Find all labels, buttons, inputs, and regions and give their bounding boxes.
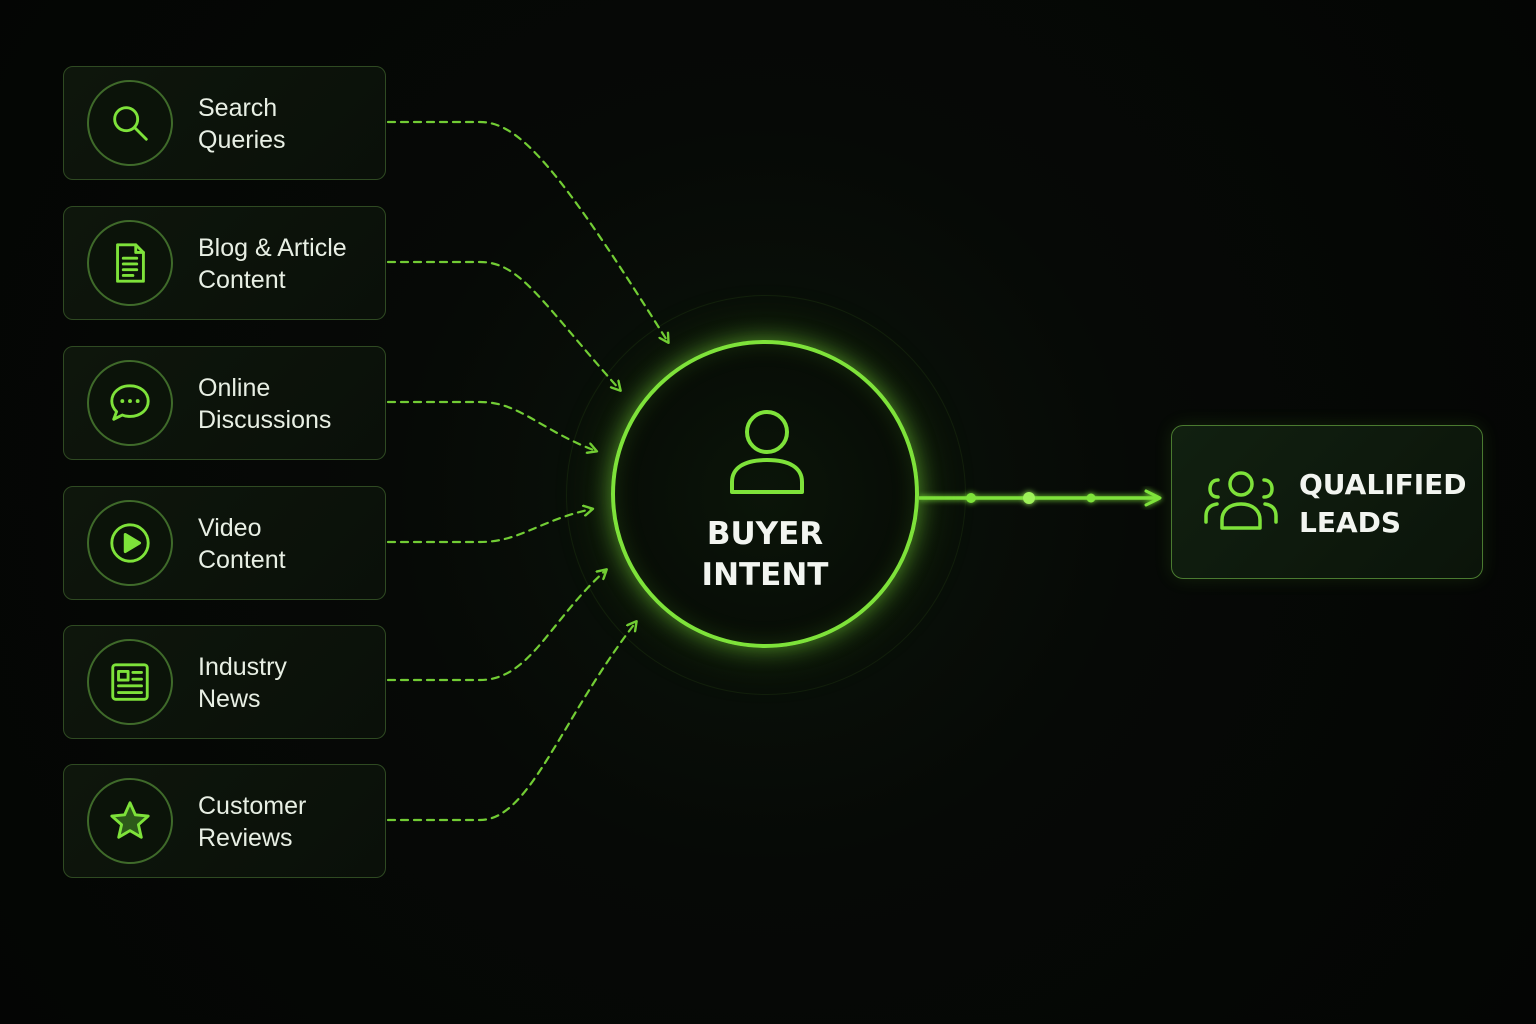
- source-label: Online Discussions: [198, 374, 332, 434]
- connector-online-discussions: [386, 400, 596, 451]
- newspaper-icon: [87, 639, 173, 725]
- play-icon: [87, 500, 173, 586]
- flow-dot: [1086, 493, 1096, 503]
- chat-bubble-icon: [87, 360, 173, 446]
- qualified-leads-card: QUALIFIED LEADS: [1171, 425, 1483, 579]
- search-icon: [87, 80, 173, 166]
- flow-dot: [966, 493, 976, 503]
- source-card-customer-reviews: Customer Reviews: [63, 764, 386, 878]
- person-icon: [730, 410, 804, 494]
- source-card-industry-news: Industry News: [63, 625, 386, 739]
- source-card-online-discussions: Online Discussions: [63, 346, 386, 460]
- leads-label: QUALIFIED LEADS: [1299, 468, 1467, 539]
- source-label: Video Content: [198, 514, 286, 574]
- connector-video-content: [386, 509, 592, 544]
- source-card-blog-article-content: Blog & Article Content: [63, 206, 386, 320]
- source-label: Industry News: [198, 653, 287, 713]
- source-card-video-content: Video Content: [63, 486, 386, 600]
- source-card-search-queries: Search Queries: [63, 66, 386, 180]
- hub-label: BUYER INTENT: [701, 516, 829, 593]
- source-label: Search Queries: [198, 94, 286, 154]
- connector-industry-news: [386, 570, 606, 682]
- source-label: Customer Reviews: [198, 792, 307, 852]
- buyer-intent-hub: BUYER INTENT: [611, 340, 919, 648]
- flow-dot: [1023, 492, 1035, 504]
- star-icon: [87, 778, 173, 864]
- group-icon: [1204, 471, 1278, 530]
- source-label: Blog & Article Content: [198, 234, 347, 294]
- connector-blog-article: [386, 260, 620, 390]
- document-icon: [87, 220, 173, 306]
- connector-search-queries: [386, 120, 668, 342]
- connector-customer-reviews: [386, 622, 636, 822]
